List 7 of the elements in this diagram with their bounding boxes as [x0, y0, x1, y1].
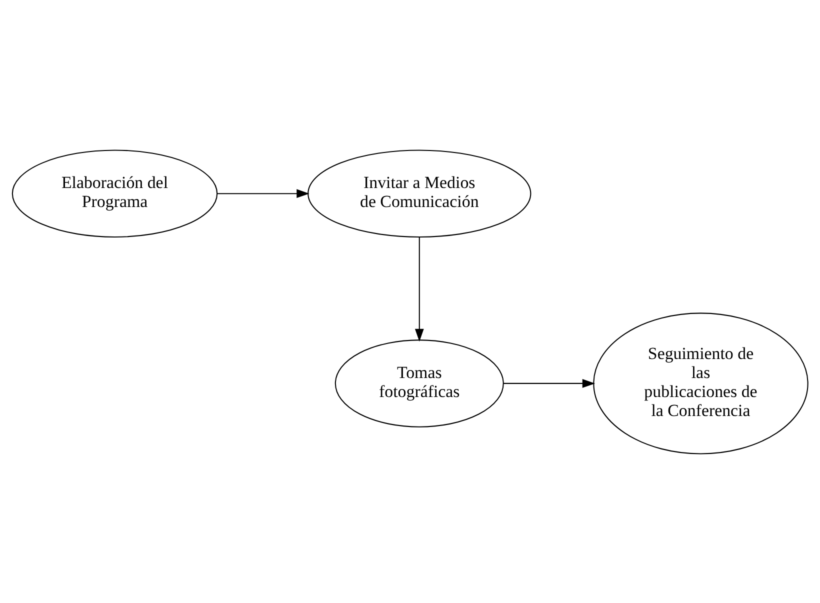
node-ellipse: Elaboración del Programa: [12, 149, 218, 238]
arrow: [414, 236, 424, 342]
node-ellipse: Tomas fotográficas: [334, 339, 504, 427]
arrow: [217, 188, 310, 198]
node-ellipse: Invitar a Medios de Comunicación: [308, 149, 532, 238]
node-ellipse: Seguimiento de las publicaciones de la Conferencia: [593, 312, 808, 454]
arrow: [503, 378, 596, 388]
